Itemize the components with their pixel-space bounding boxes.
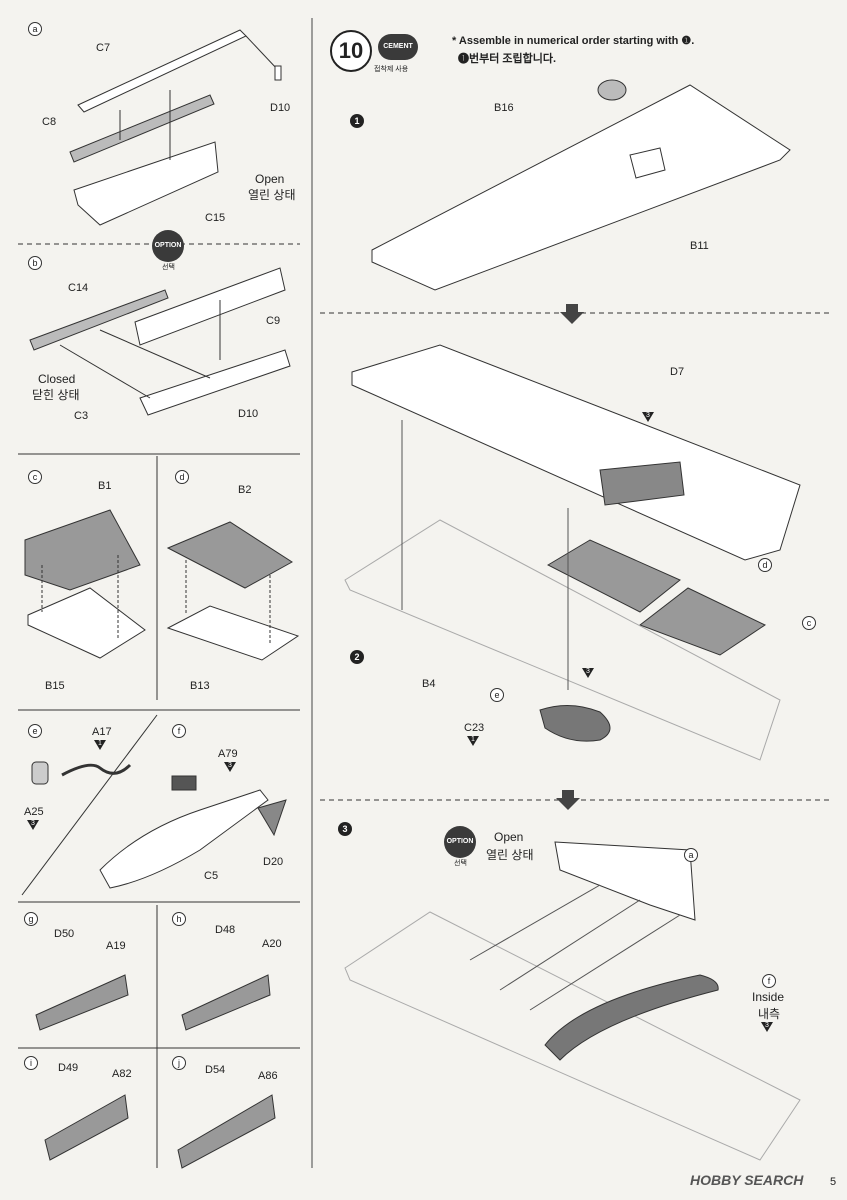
part-label-b13: B13	[190, 680, 210, 692]
part-label-d54: D54	[205, 1064, 226, 1076]
part-label-c7: C7	[96, 42, 111, 54]
part-label-c9: C9	[266, 315, 281, 327]
part-label-b16: B16	[494, 102, 514, 114]
ref-e-marker: e	[490, 688, 504, 702]
part-label-d50: D50	[54, 928, 75, 940]
tri-a25: 3	[27, 820, 39, 830]
panel-a-marker: a	[28, 22, 42, 36]
part-label-c15: C15	[205, 212, 226, 224]
panel-g-marker: g	[24, 912, 38, 926]
tri-a17: 1	[94, 740, 106, 750]
tri-e: 3	[582, 668, 594, 678]
state-open-ko: 열린 상태	[248, 188, 296, 202]
panel-d-marker: d	[175, 470, 189, 484]
ref-d-marker: d	[758, 558, 772, 572]
cement-badge: CEMENT	[378, 34, 418, 60]
panel-h-marker: h	[172, 912, 186, 926]
tri-inside: 3	[761, 1022, 773, 1032]
state-open-en: Open	[255, 172, 285, 186]
panel-f-marker: f	[172, 724, 186, 738]
part-label-c3: C3	[74, 410, 89, 422]
ref-a-marker: a	[684, 848, 698, 862]
option-badge: OPTION	[152, 230, 184, 262]
assembly-note-ko: ❶번부터 조립합니다.	[458, 53, 557, 65]
part-label-c8: C8	[42, 116, 57, 128]
ref-c-marker: c	[802, 616, 816, 630]
part-label-d48: D48	[215, 924, 236, 936]
part-label-b15: B15	[45, 680, 65, 692]
part-label-b1: B1	[98, 480, 112, 492]
option-caption-3: 선택	[454, 860, 467, 867]
part-label-d10: D10	[270, 102, 291, 114]
hobby-search-watermark: HOBBY SEARCH	[690, 1172, 804, 1188]
sub3-state-en: Open	[494, 830, 524, 844]
panel-j-marker: j	[172, 1056, 186, 1070]
substep-3-marker: 3	[338, 822, 352, 836]
substep-2-marker: 2	[350, 650, 364, 664]
panel-b-marker: b	[28, 256, 42, 270]
part-label-d49: D49	[58, 1062, 79, 1074]
panel-e-marker: e	[28, 724, 42, 738]
part-label-a82: A82	[112, 1068, 132, 1080]
part-label-c23: C23	[464, 722, 485, 734]
inside-ko: 내측	[758, 1007, 781, 1021]
panel-i-marker: i	[24, 1056, 38, 1070]
part-label-b11: B11	[690, 240, 709, 252]
part-label-a79: A79	[218, 748, 238, 760]
part-label-b2: B2	[238, 484, 252, 496]
tri-wing: 3	[642, 412, 654, 422]
page-number: 5	[830, 1176, 837, 1188]
part-label-a17: A17	[92, 726, 112, 738]
step-number: 10	[330, 30, 372, 72]
part-label-a19: A19	[106, 940, 126, 952]
part-label-d7: D7	[670, 366, 685, 378]
part-label-a20: A20	[262, 938, 282, 950]
state-closed-en: Closed	[38, 372, 76, 386]
substep-1-marker: 1	[350, 114, 364, 128]
state-closed-ko: 닫힌 상태	[32, 388, 80, 402]
tri-a79: 3	[224, 762, 236, 772]
part-label-c5: C5	[204, 870, 219, 882]
part-label-d10-b: D10	[238, 408, 259, 420]
part-label-c14: C14	[68, 282, 89, 294]
part-label-a25: A25	[24, 806, 44, 818]
sub3-state-ko: 열린 상태	[486, 848, 534, 862]
option-badge-3: OPTION	[444, 826, 476, 858]
part-label-b4: B4	[422, 678, 436, 690]
part-label-a86: A86	[258, 1070, 278, 1082]
tri-c23: 1	[467, 736, 479, 746]
part-label-d20: D20	[263, 856, 284, 868]
ref-f-marker: f	[762, 974, 776, 988]
cement-caption: 접착제 사용	[374, 66, 409, 73]
inside-en: Inside	[752, 990, 785, 1004]
assembly-note-en: * Assemble in numerical order starting w…	[452, 35, 695, 47]
panel-c-marker: c	[28, 470, 42, 484]
option-caption: 선택	[162, 264, 175, 271]
